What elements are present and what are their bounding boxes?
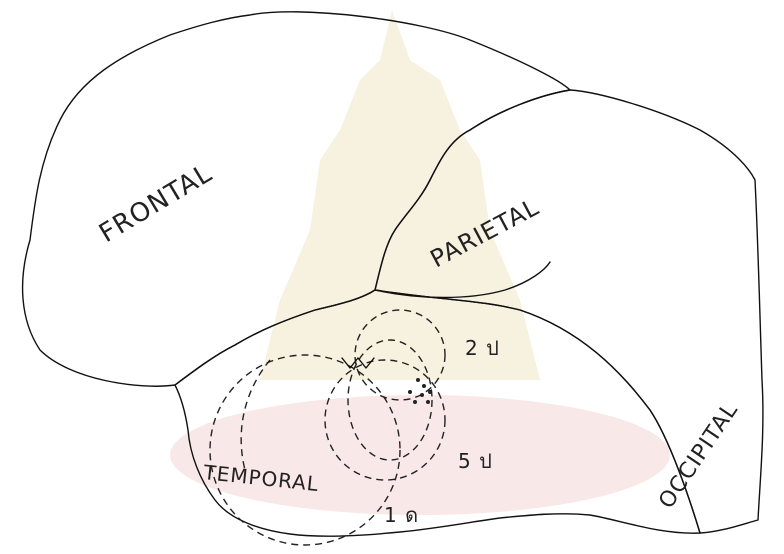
frontal-label: FRONTAL	[94, 158, 218, 249]
region-mark-upper: 2 ป	[465, 336, 500, 360]
watermark-emblem	[170, 10, 670, 515]
region-mark-lower: 1 ด	[384, 503, 419, 527]
region-mark-middle: 5 ป	[458, 449, 493, 473]
